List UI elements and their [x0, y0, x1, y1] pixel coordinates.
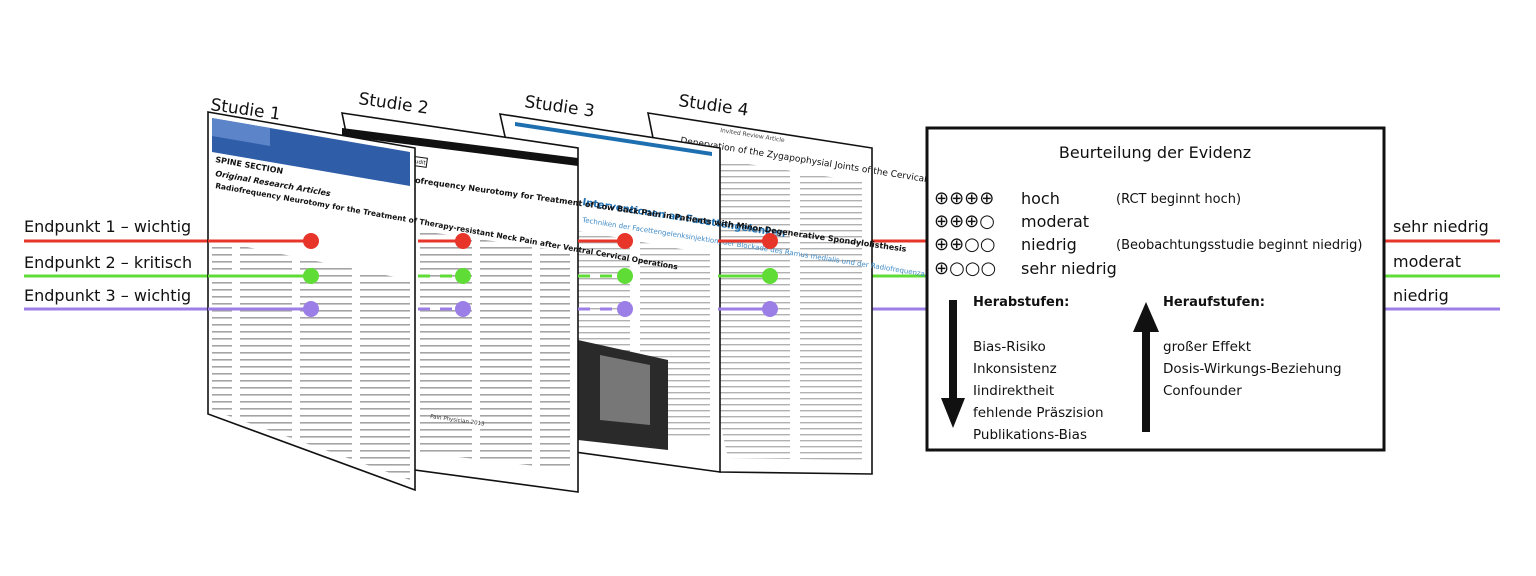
evidence-box: Beurteilung der Evidenz ⊕⊕⊕⊕ hoch (RCT b… [925, 126, 1386, 452]
endpoint-dots [208, 233, 778, 317]
endpoint-dot [617, 268, 633, 284]
endpoint-dot [617, 233, 633, 249]
endpoint-dot [762, 233, 778, 249]
endpoint-dot [455, 233, 471, 249]
level-name-3: niedrig [1021, 235, 1077, 254]
downgrade-item: Bias-Risiko [973, 339, 1046, 355]
study-label-3: Studie 3 [523, 92, 596, 122]
endpoint-labels: Endpunkt 1 – wichtig Endpunkt 2 – kritis… [24, 217, 192, 305]
arrow-up-icon [1133, 302, 1159, 432]
upgrade-item: Confounder [1163, 383, 1242, 399]
downgrade-item: Iindirektheit [973, 383, 1054, 399]
evidence-title: Beurteilung der Evidenz [1059, 143, 1251, 162]
level-name-2: moderat [1021, 212, 1089, 231]
downgrade-item: Publikations-Bias [973, 427, 1087, 443]
level-note-3: (Beobachtungsstudie beginnt niedrig) [1116, 238, 1362, 253]
study-label-4: Studie 4 [677, 91, 750, 121]
downgrade-title: Herabstufen: [973, 295, 1069, 310]
endpoint-dot [303, 268, 319, 284]
upgrade-title: Heraufstufen: [1163, 295, 1265, 310]
downgrade-item: fehlende Präszision [973, 405, 1104, 421]
rating-1: sehr niedrig [1393, 217, 1489, 236]
level-symbols-1: ⊕⊕⊕⊕ [934, 188, 994, 209]
study-labels: Studie 1 Studie 2 Studie 3 Studie 4 [209, 89, 750, 125]
evidence-levels: ⊕⊕⊕⊕ hoch (RCT beginnt hoch) ⊕⊕⊕○ modera… [934, 188, 1362, 279]
endpoint-dot [455, 268, 471, 284]
downgrade-item: Inkonsistenz [973, 361, 1057, 377]
endpoint-dot [455, 301, 471, 317]
level-symbols-4: ⊕○○○ [934, 258, 996, 279]
level-name-1: hoch [1021, 189, 1060, 208]
endpoint-label-2: Endpunkt 2 – kritisch [24, 253, 192, 272]
upgrade-list: großer Effekt Dosis-Wirkungs-Beziehung C… [1163, 339, 1342, 399]
study-label-2: Studie 2 [357, 89, 430, 119]
downgrade-list: Bias-Risiko Inkonsistenz Iindirektheit f… [973, 339, 1104, 443]
arrow-down-icon [941, 300, 965, 428]
level-symbols-2: ⊕⊕⊕○ [934, 211, 995, 232]
upgrade-item: großer Effekt [1163, 339, 1251, 355]
endpoint-dot [303, 233, 319, 249]
upgrade-item: Dosis-Wirkungs-Beziehung [1163, 361, 1342, 377]
endpoint-dot [303, 301, 319, 317]
endpoint-dot [762, 301, 778, 317]
endpoint-label-3: Endpunkt 3 – wichtig [24, 286, 191, 305]
level-note-1: (RCT beginnt hoch) [1116, 192, 1241, 207]
endpoint-ratings: sehr niedrig moderat niedrig [1393, 217, 1489, 305]
endpoint-dot [762, 268, 778, 284]
endpoint-dot [617, 301, 633, 317]
endpoint-label-1: Endpunkt 1 – wichtig [24, 217, 191, 236]
rating-2: moderat [1393, 252, 1461, 271]
level-symbols-3: ⊕⊕○○ [934, 234, 996, 255]
rating-3: niedrig [1393, 286, 1449, 305]
level-name-4: sehr niedrig [1021, 259, 1117, 278]
